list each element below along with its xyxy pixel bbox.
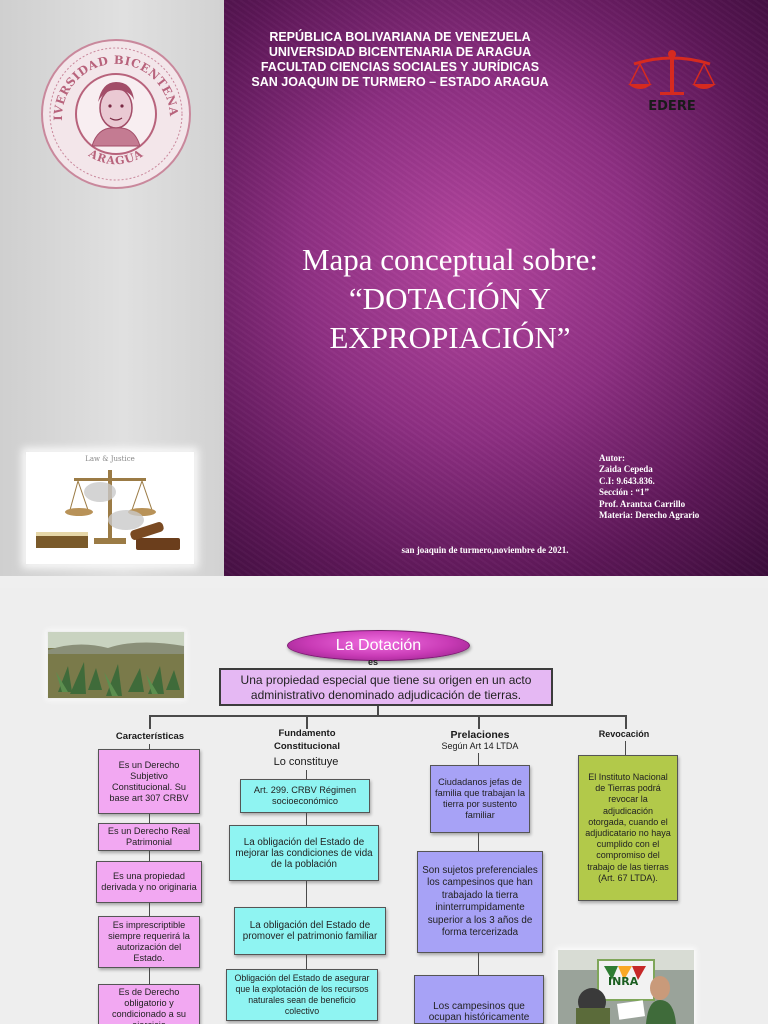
institution-line-4: SAN JOAQUIN DE TURMERO – ESTADO ARAGUA bbox=[251, 75, 549, 89]
edere-logo-text: EDERE bbox=[648, 99, 695, 114]
main-title: Mapa conceptual sobre: “DOTACIÓN Y EXPRO… bbox=[224, 240, 676, 357]
title-slide: UNIVERSIDAD BICENTENARIA ARAGUA Law & Ju… bbox=[0, 0, 768, 576]
caracteristica-1: Es un Derecho Subjetivo Constitucional. … bbox=[98, 749, 200, 814]
fundamento-1: Art. 299. CRBV Régimen socioeconómico bbox=[240, 779, 370, 813]
scales-gavel-icon bbox=[36, 470, 180, 550]
connector-line bbox=[149, 903, 150, 916]
sub-lo-constituye: Lo constituye bbox=[273, 756, 339, 768]
heading-revocacion: Revocación bbox=[598, 729, 650, 739]
university-seal-icon: UNIVERSIDAD BICENTENARIA ARAGUA bbox=[40, 38, 191, 189]
institution-header: REPÚBLICA BOLIVARIANA DE VENEZUELA UNIVE… bbox=[224, 30, 576, 90]
connector-line bbox=[478, 953, 479, 975]
caracteristica-5: Es de Derecho obligatorio y condicionado… bbox=[98, 984, 200, 1024]
title-line-2: “DOTACIÓN Y bbox=[348, 281, 552, 316]
connector-line bbox=[625, 741, 626, 755]
purple-background-panel bbox=[224, 0, 768, 576]
connector-line bbox=[625, 715, 627, 729]
connector-line bbox=[149, 851, 150, 861]
inra-logo-text: INRA bbox=[608, 975, 639, 988]
agave-field-photo bbox=[48, 632, 184, 698]
connector-line bbox=[478, 715, 480, 729]
institution-line-2: UNIVERSIDAD BICENTENARIA DE ARAGUA bbox=[268, 45, 532, 59]
heading-fundamento: Fundamento Constitucional bbox=[255, 727, 359, 753]
caracteristica-2: Es un Derecho Real Patrimonial bbox=[98, 823, 200, 851]
connector-line bbox=[149, 814, 150, 823]
inra-photo: INRA bbox=[558, 950, 694, 1024]
institution-line-1: REPÚBLICA BOLIVARIANA DE VENEZUELA bbox=[269, 30, 531, 44]
title-line-1: Mapa conceptual sobre: bbox=[301, 242, 599, 277]
connector-es: es bbox=[368, 657, 379, 667]
author-label: Autor: bbox=[599, 453, 625, 463]
title-line-3: EXPROPIACIÓN” bbox=[329, 320, 571, 355]
fundamento-3: La obligación del Estado de promover el … bbox=[234, 907, 386, 955]
institution-line-3: FACULTAD CIENCIAS SOCIALES Y JURÍDICAS bbox=[260, 60, 540, 74]
author-block: Autor: Zaida Cepeda C.I: 9.643.836. Secc… bbox=[599, 453, 699, 521]
heading-caracteristicas: Características bbox=[115, 731, 185, 742]
connector-line bbox=[306, 715, 308, 729]
revocacion-1: El Instituto Nacional de Tierras podrá r… bbox=[578, 755, 678, 901]
caracteristica-4: Es imprescriptible siempre requerirá la … bbox=[98, 916, 200, 968]
law-image-title: Law & Justice bbox=[85, 455, 135, 463]
connector-line bbox=[306, 881, 307, 907]
connector-line bbox=[306, 813, 307, 825]
connector-line bbox=[306, 955, 307, 969]
author-subject: Materia: Derecho Agrario bbox=[599, 510, 700, 521]
fundamento-4: Obligación del Estado de asegurar que la… bbox=[226, 969, 378, 1021]
connector-line bbox=[478, 833, 479, 851]
law-justice-image: Law & Justice bbox=[26, 452, 194, 564]
connector-line bbox=[377, 706, 379, 716]
author-ci: C.I: 9.643.836. bbox=[599, 475, 655, 486]
edere-logo-icon: EDERE bbox=[628, 50, 716, 114]
prelacion-1: Ciudadanos jefas de familia que trabajan… bbox=[430, 765, 530, 833]
heading-prelaciones: Prelaciones bbox=[450, 729, 510, 741]
heading-fundamento-line-1: Fundamento bbox=[278, 728, 336, 739]
connector-line bbox=[306, 770, 307, 780]
author-name: Zaida Cepeda bbox=[599, 464, 653, 475]
caracteristica-3: Es una propiedad derivada y no originari… bbox=[96, 861, 202, 903]
connector-line bbox=[149, 715, 151, 729]
sub-segun-art-14: Según Art 14 LTDA bbox=[441, 741, 519, 751]
prelacion-2: Son sujetos preferenciales los campesino… bbox=[417, 851, 543, 953]
definition-box: Una propiedad especial que tiene su orig… bbox=[219, 668, 553, 706]
prelacion-3: Los campesinos que ocupan históricamente bbox=[414, 975, 544, 1024]
concept-map-slide: La Dotación es Una propiedad especial qu… bbox=[0, 588, 768, 1024]
connector-line bbox=[149, 715, 626, 717]
connector-line bbox=[149, 744, 150, 750]
fundamento-2: La obligación del Estado de mejorar las … bbox=[229, 825, 379, 881]
connector-line bbox=[149, 968, 150, 984]
root-node-la-dotacion: La Dotación bbox=[287, 630, 470, 661]
author-section: Sección : “1” bbox=[599, 487, 649, 498]
connector-line bbox=[478, 753, 479, 765]
author-professor: Prof. Arantxa Carrillo bbox=[599, 498, 686, 509]
date-line: san joaquin de turmero,noviembre de 2021… bbox=[401, 545, 569, 555]
heading-fundamento-line-2: Constitucional bbox=[274, 741, 340, 752]
